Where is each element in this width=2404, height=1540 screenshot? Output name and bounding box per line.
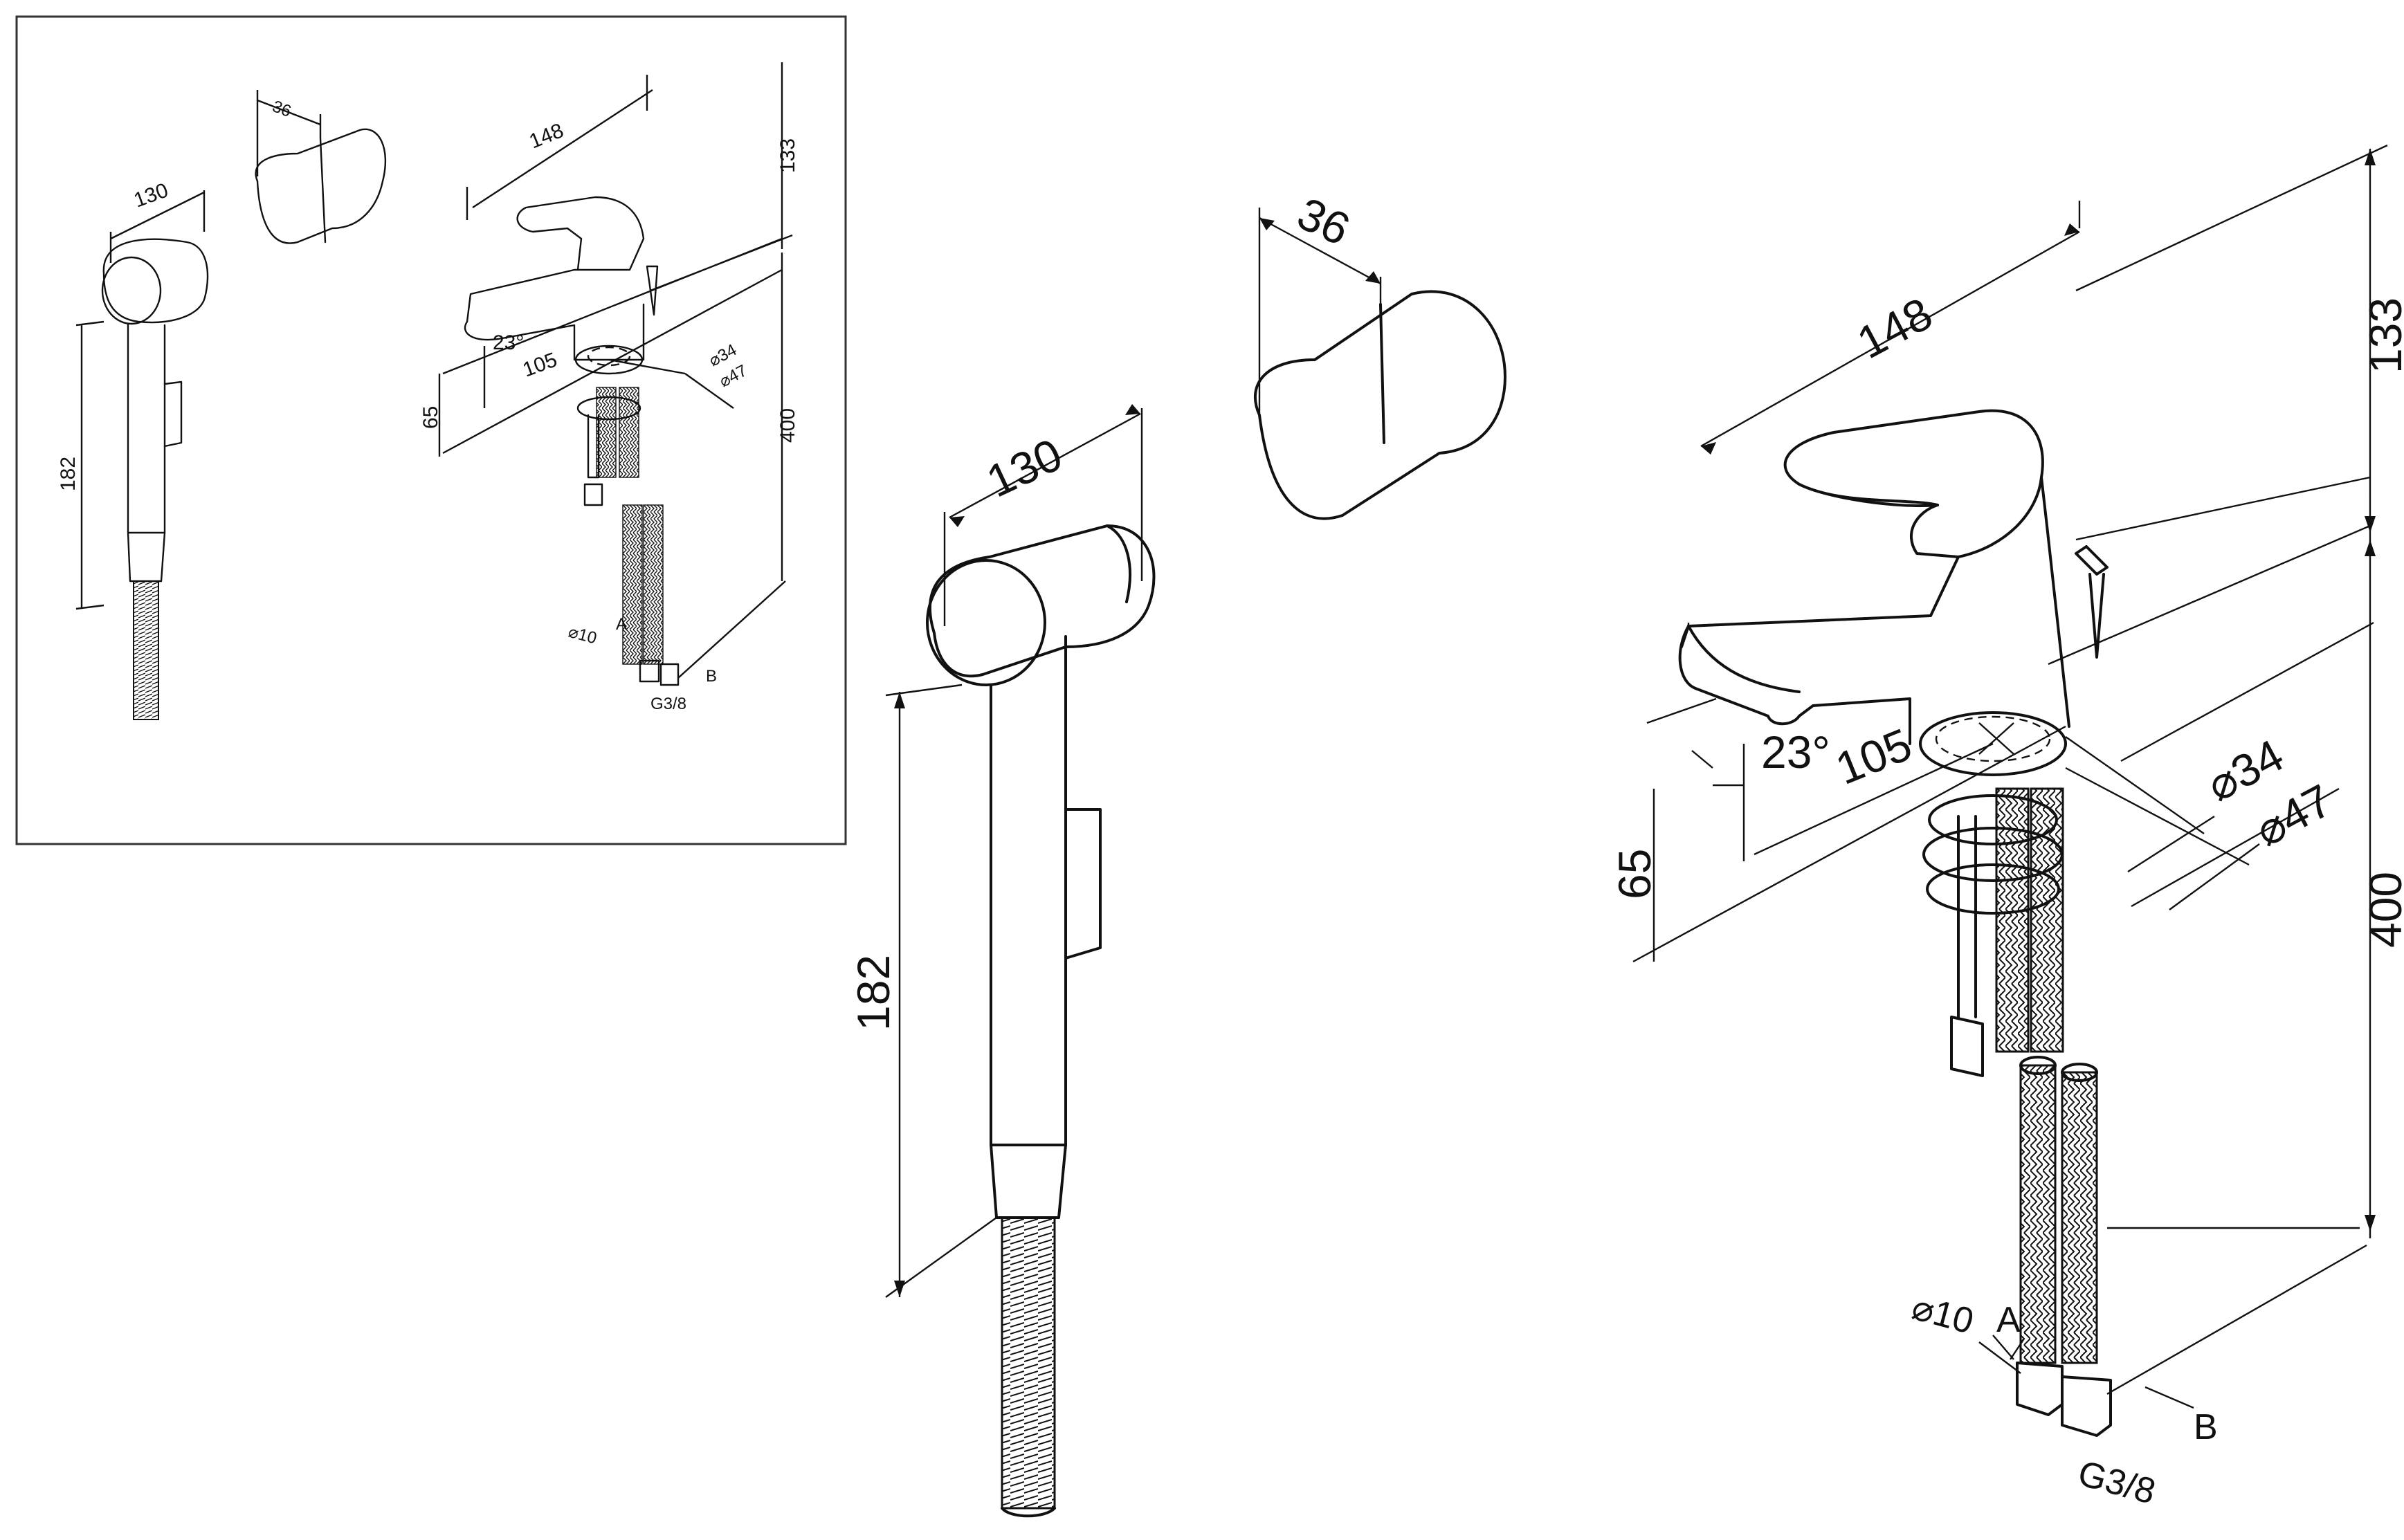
port-b: B [2194, 1407, 2218, 1447]
dim-148: 148 [1849, 287, 1940, 368]
dim-d10: ⌀10 [1908, 1287, 1978, 1342]
ov-dim-65: 65 [419, 406, 442, 429]
ov-dim-400: 400 [776, 408, 799, 443]
mixer [1632, 144, 2388, 1437]
ov-thread: G3/8 [650, 695, 686, 713]
ov-dim-36: 36 [270, 97, 293, 121]
overview-holder [255, 90, 386, 244]
ov-dim-133: 133 [776, 138, 799, 173]
ov-dim-105: 105 [520, 348, 560, 381]
ov-dim-130: 130 [131, 178, 171, 212]
dim-133: 133 [2360, 297, 2404, 374]
ov-dim-182: 182 [57, 457, 80, 491]
dim-36: 36 [1290, 187, 1358, 255]
dim-angle: 23° [1761, 726, 1830, 778]
ov-dim-d10: ⌀10 [566, 623, 599, 648]
dim-105: 105 [1829, 718, 1919, 794]
dim-400: 400 [2360, 872, 2404, 948]
overview-panel: 130 182 36 [15, 15, 847, 845]
dim-182: 182 [848, 955, 899, 1031]
ov-port-b: B [706, 667, 717, 686]
wall-holder [1254, 208, 1506, 520]
dim-65: 65 [1609, 849, 1660, 899]
ov-dim-148: 148 [526, 119, 567, 153]
thread-spec: G3/8 [2074, 1454, 2160, 1512]
port-a: A [1996, 1300, 2021, 1340]
overview-hand-shower [75, 190, 209, 720]
hand-shower [885, 404, 1156, 1518]
overview-mixer [438, 62, 793, 686]
ov-port-a: A [616, 615, 627, 634]
dim-130: 130 [979, 428, 1070, 507]
overview-frame [15, 15, 847, 845]
ov-dim-angle: 23° [493, 331, 524, 354]
